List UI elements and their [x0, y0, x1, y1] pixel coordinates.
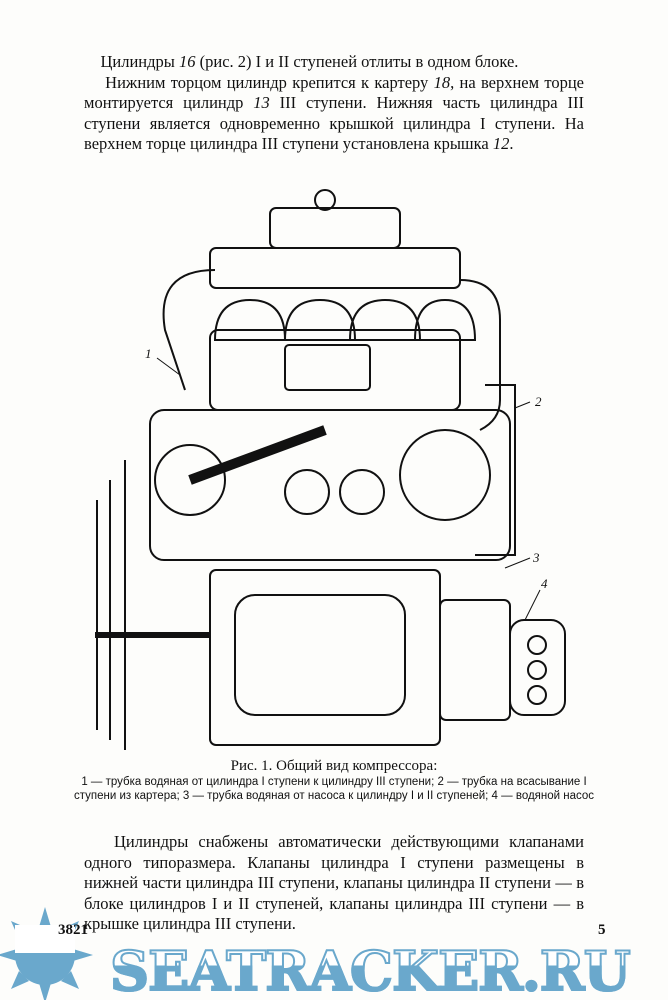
print-code: 3821 [58, 922, 88, 938]
text: (рис. 2) I и II ступеней отлиты в одном … [195, 52, 519, 71]
inspection-plate [284, 344, 371, 391]
callout-1: 1 [145, 346, 152, 361]
text: III ступени. Нижняя часть цилиндра III с… [84, 93, 584, 153]
plug-left [284, 469, 330, 515]
pipe-right [459, 279, 501, 431]
pump-bolt [527, 685, 547, 705]
paragraph-valves: Цилиндры снабжены автоматически действую… [84, 832, 584, 935]
plug-right [339, 469, 385, 515]
watermark-text: SEATRACKER.RU [109, 939, 632, 1000]
crankcase-cover [234, 594, 406, 716]
ref-number: 18 [433, 72, 451, 92]
ref-number: 13 [253, 93, 270, 112]
text: , на верхнем торце монтируется цилиндр [84, 72, 585, 113]
text: Нижним торцом цилиндр крепится к картеру [105, 72, 434, 92]
cylinder-port-left [154, 444, 226, 516]
pulley [96, 460, 126, 750]
callout-3: 3 [532, 550, 540, 565]
cylinder-head [209, 329, 461, 411]
callout-4: 4 [541, 576, 548, 591]
water-pump [509, 619, 566, 716]
watermark-sun-logo [0, 907, 93, 1000]
text: Цилиндры снабжены автоматически действую… [84, 832, 584, 933]
caption-title: Рис. 1. Общий вид компрессора: [230, 758, 438, 774]
connecting-tube [188, 425, 327, 485]
page-number: 5 [598, 922, 606, 938]
leader-lines [156, 357, 541, 621]
ref-number: 16 [179, 52, 196, 71]
caption-legend: 1 — трубка водяная от цилиндра I ступени… [73, 776, 595, 802]
pipe-1 [162, 269, 216, 391]
callout-2: 2 [535, 394, 542, 409]
paragraph-cylinders: Цилиндры 16 (рис. 2) I и II ступеней отл… [84, 52, 584, 155]
ref-number: 12 [492, 134, 510, 153]
eye-bolt [314, 189, 336, 211]
pump-bolt [527, 660, 547, 680]
cylinder-domes [213, 298, 477, 341]
cylinder-port-right [399, 429, 491, 521]
pipe-2 [475, 384, 516, 556]
figure-caption: Рис. 1. Общий вид компрессора: 1 — трубк… [64, 758, 604, 803]
pump-bolt [527, 635, 547, 655]
top-cover [269, 207, 401, 249]
text: . [509, 134, 514, 153]
text: Цилиндры [100, 52, 179, 71]
compressor-drawing: 1 2 3 4 [95, 189, 566, 750]
valve-cover [209, 247, 461, 289]
water-pump-body [439, 599, 511, 721]
cylinder-block [149, 409, 511, 561]
